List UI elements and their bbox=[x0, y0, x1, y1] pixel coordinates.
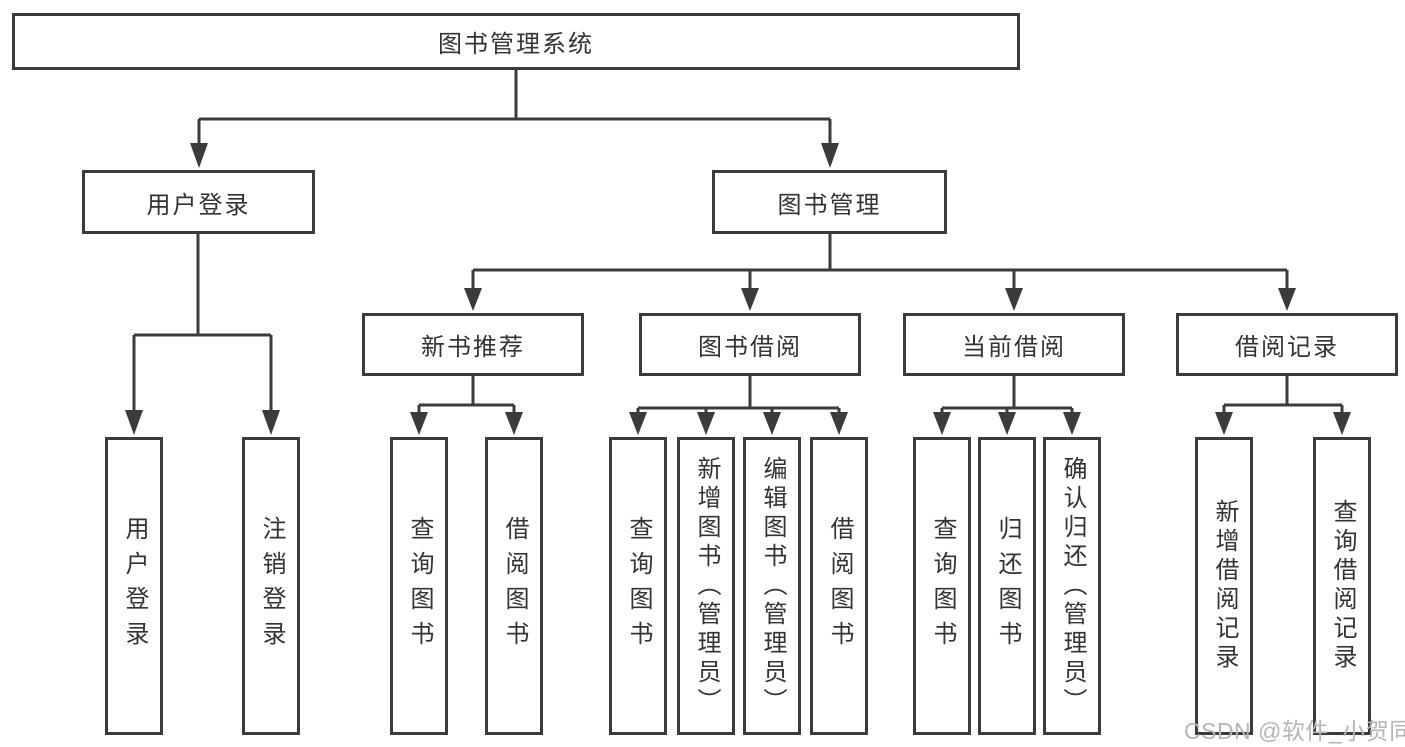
node-label: 借阅记录 bbox=[1235, 334, 1339, 361]
node-book-borrowing: 图书借阅 bbox=[639, 313, 861, 376]
arrowhead bbox=[410, 412, 428, 435]
connector-user-login-to-leaves bbox=[125, 234, 280, 435]
arrowhead bbox=[190, 143, 208, 168]
arrowhead bbox=[741, 288, 759, 311]
leaf-borrowing-edit-books-admin: 编辑图书（管理员） bbox=[743, 437, 801, 735]
leaf-records-add-borrow-record: 新增借阅记录 bbox=[1195, 437, 1253, 735]
leaf-label: 查询借阅记录 bbox=[1329, 499, 1356, 673]
node-label: 图书管理 bbox=[777, 191, 882, 219]
leaf-label: 归还图书 bbox=[994, 516, 1021, 656]
arrowhead bbox=[933, 412, 951, 435]
node-current-borrowing: 当前借阅 bbox=[903, 313, 1125, 376]
node-borrowing-records: 借阅记录 bbox=[1176, 313, 1398, 376]
leaf-borrowing-add-books-admin: 新增图书（管理员） bbox=[677, 437, 735, 735]
arrowhead bbox=[1333, 412, 1351, 435]
arrowhead bbox=[1005, 288, 1023, 311]
arrowhead bbox=[262, 410, 280, 435]
leaf-borrowing-borrow-books: 借阅图书 bbox=[810, 437, 868, 735]
arrowhead bbox=[1278, 288, 1296, 311]
leaf-label: 查询图书 bbox=[625, 516, 652, 656]
connector-book-borrowing-to-leaves bbox=[629, 376, 848, 435]
node-book-management: 图书管理 bbox=[712, 170, 947, 234]
node-label: 新书推荐 bbox=[421, 334, 525, 361]
arrowhead bbox=[763, 412, 781, 435]
leaf-label: 编辑图书（管理员） bbox=[759, 455, 786, 717]
connector-borrowing-records-to-leaves bbox=[1215, 376, 1351, 435]
node-library-management-system: 图书管理系统 bbox=[12, 13, 1020, 70]
leaf-label: 用户登录 bbox=[121, 516, 148, 656]
leaf-label: 注销登录 bbox=[258, 516, 285, 656]
node-label: 用户登录 bbox=[146, 191, 251, 219]
leaf-borrowing-query-books: 查询图书 bbox=[609, 437, 667, 735]
leaf-label: 借阅图书 bbox=[826, 516, 853, 656]
leaf-label: 借阅图书 bbox=[501, 516, 528, 656]
leaf-records-query-borrow-record: 查询借阅记录 bbox=[1313, 437, 1371, 735]
connector-new-book-recommendation-to-leaves bbox=[410, 376, 523, 435]
leaf-label: 新增图书（管理员） bbox=[693, 455, 720, 717]
leaf-label: 查询图书 bbox=[929, 516, 956, 656]
node-label: 图书借阅 bbox=[698, 334, 802, 361]
arrowhead bbox=[998, 412, 1016, 435]
leaf-recommend-query-books: 查询图书 bbox=[390, 437, 448, 735]
arrowhead bbox=[1063, 412, 1081, 435]
node-user-login: 用户登录 bbox=[82, 170, 315, 234]
connector-current-borrowing-to-leaves bbox=[933, 376, 1081, 435]
arrowhead bbox=[464, 288, 482, 311]
arrowhead bbox=[821, 143, 839, 168]
arrowhead bbox=[697, 412, 715, 435]
arrowhead bbox=[125, 410, 143, 435]
node-new-book-recommendation: 新书推荐 bbox=[362, 313, 584, 376]
arrowhead bbox=[629, 412, 647, 435]
arrowhead bbox=[1215, 412, 1233, 435]
watermark-text: CSDN @软件_小贺同学 bbox=[1184, 718, 1405, 744]
connector-root-to-level2 bbox=[190, 70, 839, 168]
leaf-current-query-books: 查询图书 bbox=[913, 437, 971, 735]
node-label: 当前借阅 bbox=[962, 334, 1066, 361]
leaf-logout: 注销登录 bbox=[242, 437, 300, 735]
leaf-recommend-borrow-books: 借阅图书 bbox=[485, 437, 543, 735]
leaf-current-return-books: 归还图书 bbox=[978, 437, 1036, 735]
leaf-label: 新增借阅记录 bbox=[1211, 499, 1238, 673]
leaf-user-login: 用户登录 bbox=[105, 437, 163, 735]
leaf-current-confirm-return-admin: 确认归还（管理员） bbox=[1043, 437, 1101, 735]
arrowhead bbox=[830, 412, 848, 435]
leaf-label: 确认归还（管理员） bbox=[1059, 455, 1086, 717]
node-label: 图书管理系统 bbox=[438, 31, 594, 58]
connector-book-management-to-level3 bbox=[464, 234, 1296, 311]
leaf-label: 查询图书 bbox=[406, 516, 433, 656]
arrowhead bbox=[505, 412, 523, 435]
